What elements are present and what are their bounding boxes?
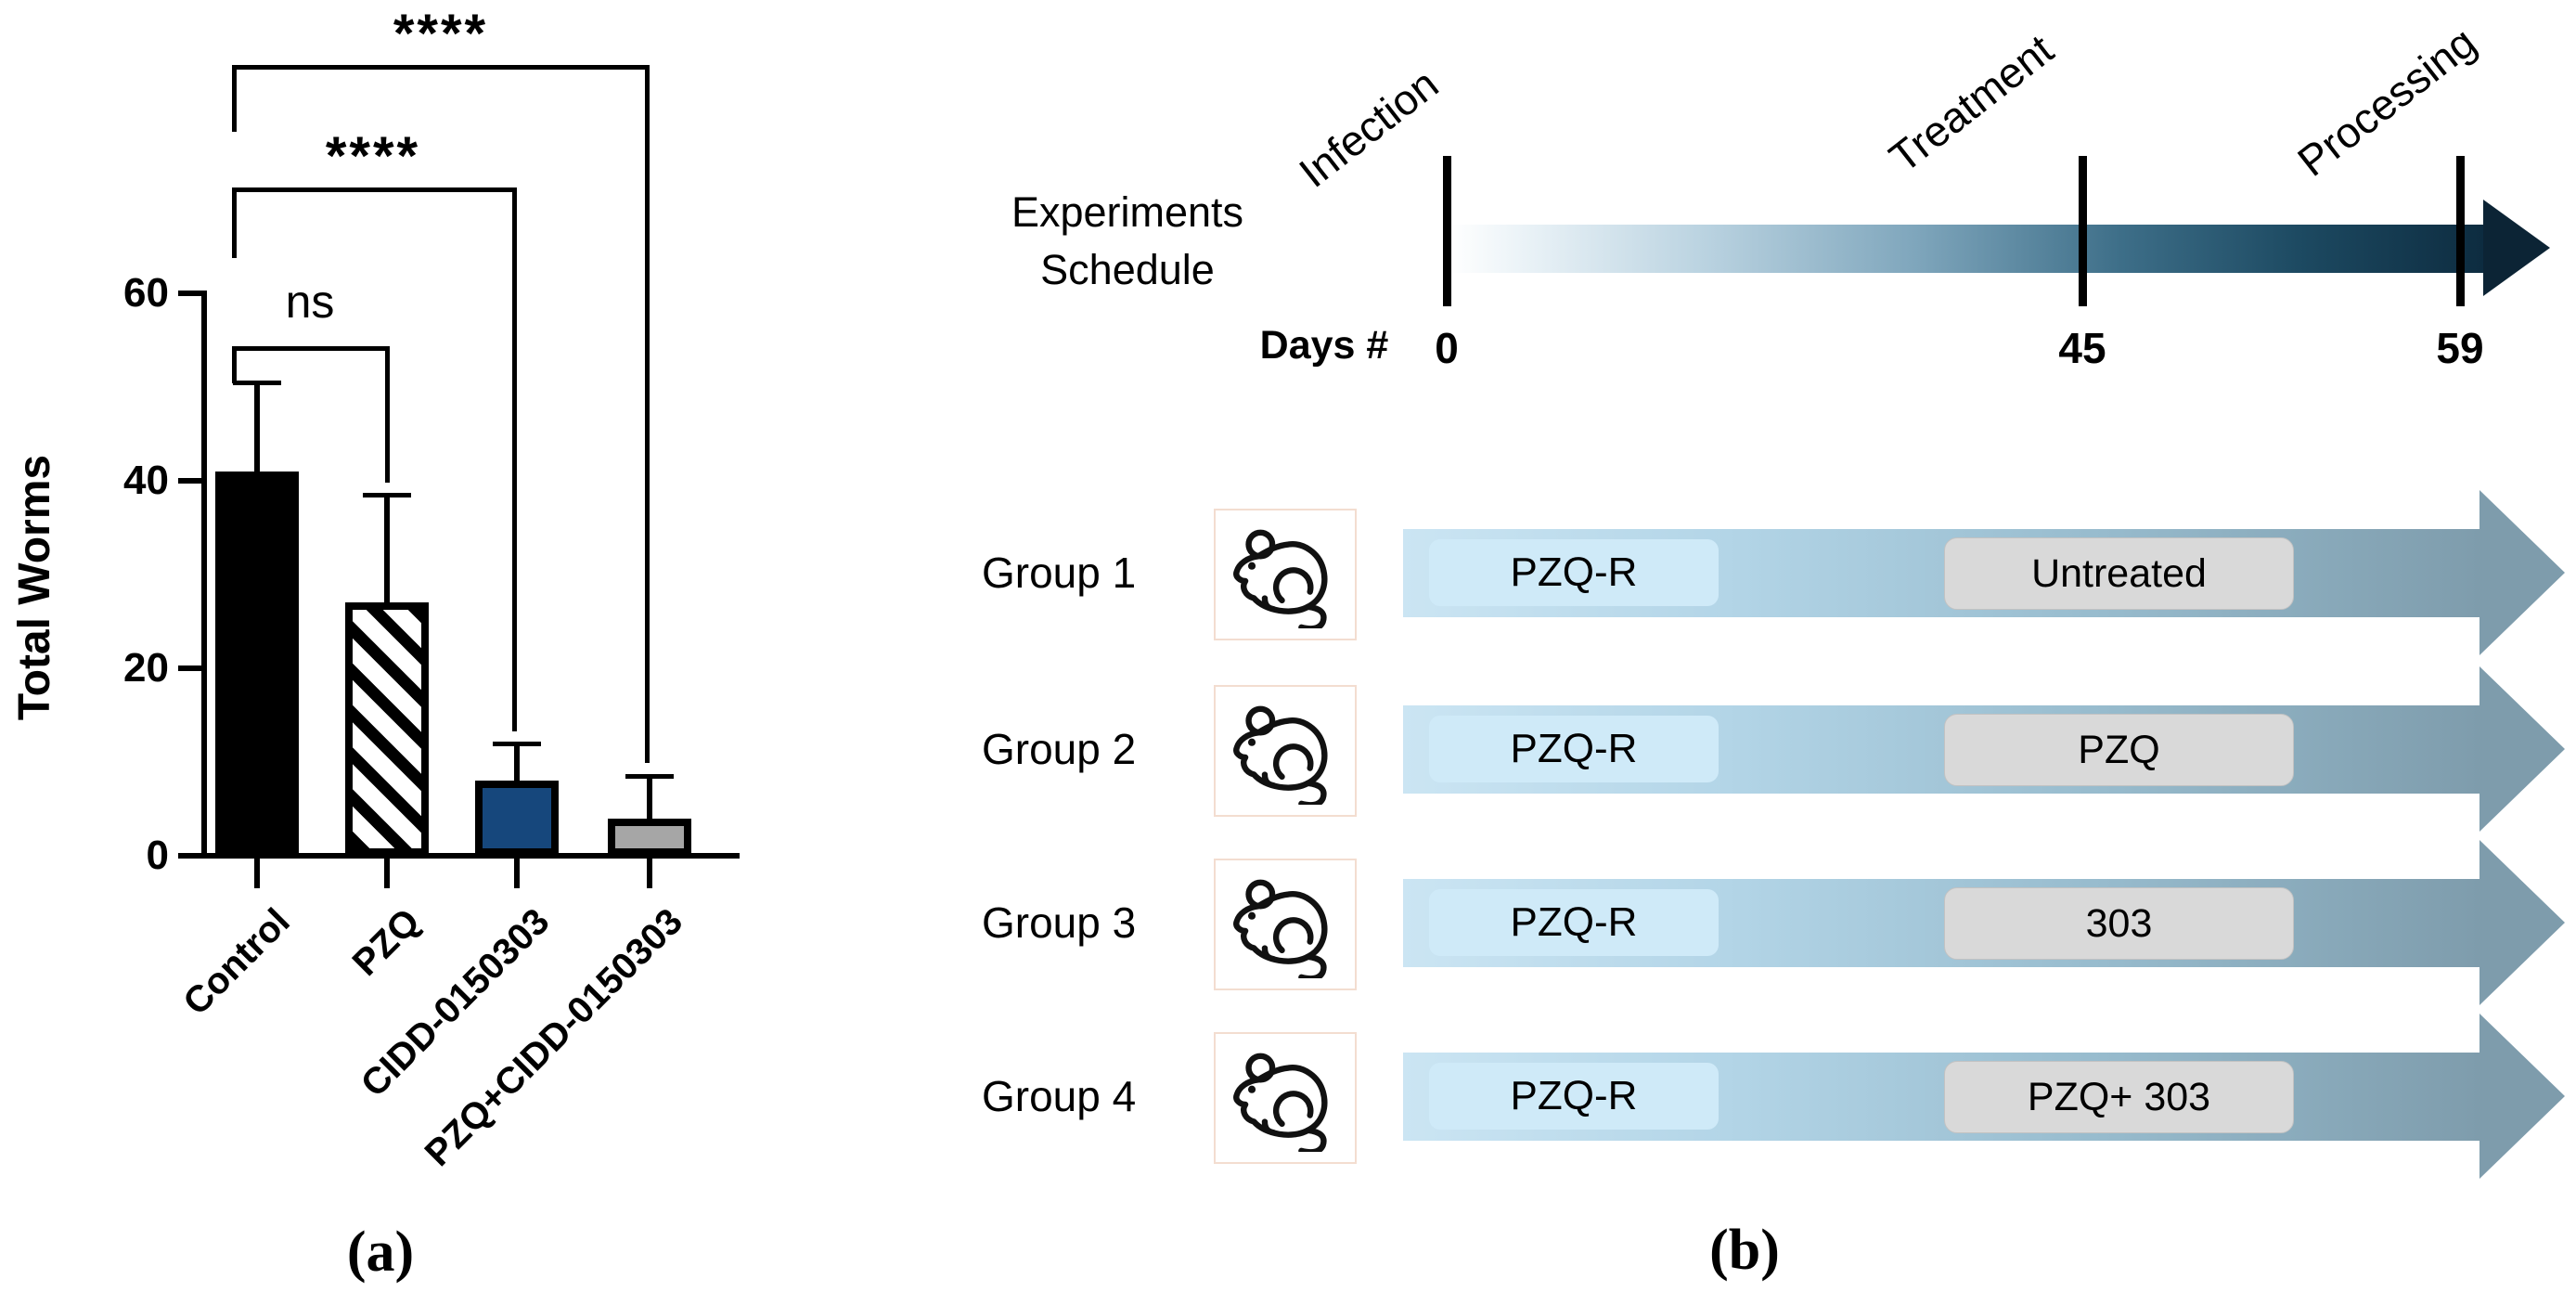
sig-label-top: **** <box>393 4 489 64</box>
timeline-tick-processing <box>2456 156 2465 306</box>
x-category-label: PZQ <box>344 900 428 984</box>
group-3-arrowhead <box>2479 840 2565 1005</box>
x-axis-line <box>190 853 740 859</box>
error-bar-line <box>514 743 520 788</box>
x-tick <box>647 859 652 888</box>
sig-label-ns: ns <box>285 276 335 328</box>
group-2-treatment-box: PZQ <box>1944 714 2294 786</box>
y-tick-60 <box>178 291 204 296</box>
group-1-arrowhead <box>2479 490 2565 655</box>
sig-label-mid: **** <box>325 126 421 187</box>
sig-bracket-ns-hline <box>232 346 390 351</box>
day-59: 59 <box>2436 324 2484 372</box>
bar-Control <box>215 472 299 856</box>
y-axis-line <box>201 291 207 859</box>
group-3-treatment-box: 303 <box>1944 887 2294 960</box>
group-2-treatment-text: PZQ <box>2078 727 2160 772</box>
sig-bracket-ns-right <box>385 346 390 483</box>
y-tick-20 <box>178 665 204 671</box>
error-bar-cap <box>625 774 674 779</box>
sig-bracket-top-right <box>645 65 650 763</box>
sig-bracket-mid-right <box>512 187 517 731</box>
y-tick-label-20: 20 <box>123 645 169 691</box>
sig-bracket-top-left <box>232 65 237 132</box>
days-label: Days # <box>1259 323 1389 368</box>
group-1-label: Group 1 <box>982 549 1137 597</box>
group-4-pzqr-box: PZQ-R <box>1429 1063 1719 1130</box>
mouse-icon <box>1233 529 1328 628</box>
sig-bracket-top-hline <box>232 65 650 70</box>
panel-a-label: (a) <box>346 1221 415 1284</box>
bar-PZQ <box>345 602 429 856</box>
error-bar-line <box>254 382 260 479</box>
timeline-tick-infection <box>1443 156 1451 306</box>
group-3-mouse-box <box>1214 859 1357 990</box>
group-1-treatment-box: Untreated <box>1944 537 2294 610</box>
panel-b-label: (b) <box>1709 1219 1780 1282</box>
group-3-treatment-text: 303 <box>2085 900 2153 946</box>
group-2-mouse-box <box>1214 685 1357 817</box>
group-2-label: Group 2 <box>982 725 1137 773</box>
experiments-schedule-title: Experiments Schedule <box>972 184 1282 299</box>
experiments-schedule-line1: Experiments <box>1011 188 1244 236</box>
group-2-pzqr-text: PZQ-R <box>1510 726 1638 771</box>
group-1-pzqr-text: PZQ-R <box>1510 549 1638 595</box>
timeline-arrow-shaft <box>1449 225 2484 273</box>
x-tick <box>514 859 520 888</box>
y-tick-0 <box>178 853 204 859</box>
day-45: 45 <box>2058 324 2106 372</box>
experiments-schedule-line2: Schedule <box>1040 246 1215 293</box>
group-2-pzqr-box: PZQ-R <box>1429 716 1719 782</box>
y-tick-label-40: 40 <box>123 458 169 503</box>
bar-CIDD-0150303 <box>475 781 559 856</box>
timeline-tick-treatment <box>2079 156 2087 306</box>
mouse-icon <box>1233 1053 1328 1152</box>
y-tick-label-60: 60 <box>123 270 169 316</box>
error-bar-line <box>384 495 390 610</box>
bar-PZQ+CIDD-0150303 <box>608 819 691 856</box>
error-bar-cap <box>493 742 541 746</box>
error-bar-cap <box>363 493 411 497</box>
y-tick-label-0: 0 <box>146 833 169 878</box>
day-0: 0 <box>1435 324 1459 372</box>
group-4-label: Group 4 <box>982 1072 1137 1120</box>
x-category-label: PZQ+CIDD-0150303 <box>417 900 690 1175</box>
mouse-icon <box>1233 705 1328 805</box>
group-3-pzqr-text: PZQ-R <box>1510 899 1638 945</box>
group-4-treatment-box: PZQ+ 303 <box>1944 1061 2294 1133</box>
error-bar-line <box>647 776 652 826</box>
group-3-pzqr-box: PZQ-R <box>1429 889 1719 956</box>
x-category-label: Control <box>175 900 298 1024</box>
y-tick-40 <box>178 478 204 484</box>
error-bar-cap <box>233 381 281 385</box>
group-4-treatment-text: PZQ+ 303 <box>2027 1074 2211 1119</box>
group-1-pzqr-box: PZQ-R <box>1429 539 1719 606</box>
group-4-pzqr-text: PZQ-R <box>1510 1073 1638 1118</box>
group-1-mouse-box <box>1214 509 1357 640</box>
group-2-arrowhead <box>2479 666 2565 832</box>
mouse-icon <box>1233 879 1328 978</box>
sig-bracket-mid-left <box>232 187 237 258</box>
group-4-mouse-box <box>1214 1032 1357 1164</box>
x-tick <box>254 859 260 888</box>
group-4-arrowhead <box>2479 1014 2565 1179</box>
group-1-treatment-text: Untreated <box>2031 550 2207 596</box>
sig-bracket-mid-hline <box>232 187 515 192</box>
sig-bracket-ns-left <box>232 346 237 383</box>
group-3-label: Group 3 <box>982 898 1137 947</box>
x-tick <box>384 859 390 888</box>
timeline-arrowhead <box>2483 200 2550 296</box>
